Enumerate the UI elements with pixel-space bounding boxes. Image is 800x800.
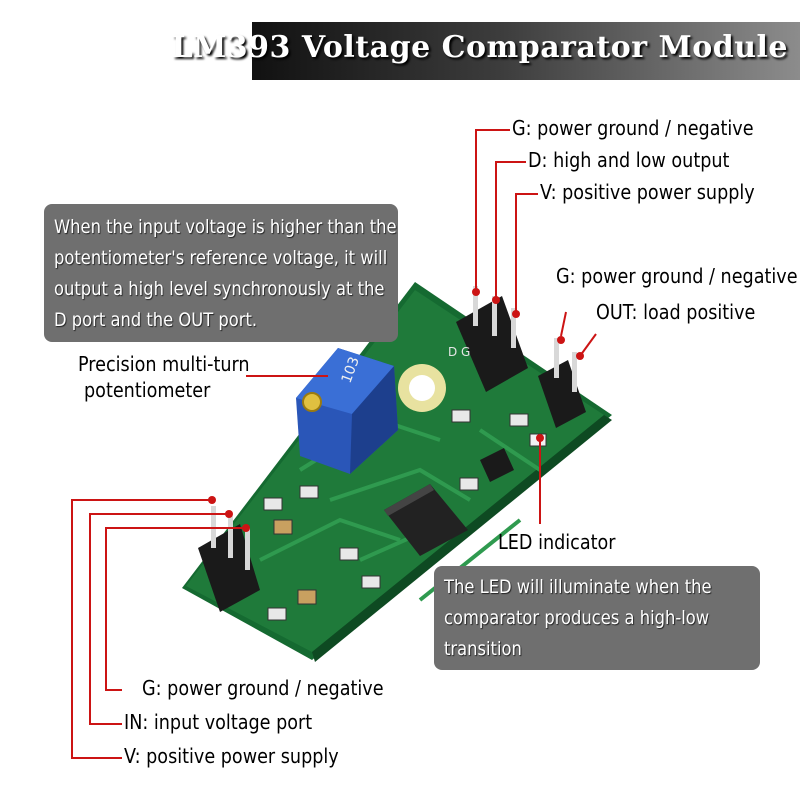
label-led: LED indicator (498, 530, 616, 554)
page-title: LM393 Voltage Comparator Module (171, 30, 788, 65)
transistor (480, 448, 514, 482)
label-right-g: G: power ground / negative (556, 264, 798, 288)
top-pin-header: D G (448, 286, 528, 392)
label-top-g: G: power ground / negative (512, 116, 754, 140)
label-top-d: D: high and low output (528, 148, 730, 172)
label-right-out: OUT: load positive (596, 300, 756, 324)
smd-components (263, 409, 529, 621)
description-box: When the input voltage is higher than th… (44, 204, 398, 342)
description-line: D port and the OUT port. (54, 309, 258, 331)
pin-letters: D G (448, 345, 470, 359)
led-description-line: The LED will illuminate when the (444, 576, 712, 598)
description-line: potentiometer's reference voltage, it wi… (54, 247, 388, 269)
right-pin-header (538, 338, 586, 428)
label-bottom-v: V: positive power supply (124, 744, 339, 768)
label-top-v: V: positive power supply (540, 180, 755, 204)
label-bottom-g: G: power ground / negative (142, 676, 384, 700)
label-potentiometer-line1: Precision multi-turn (78, 352, 250, 376)
led-description-line: comparator produces a high-low (444, 607, 710, 629)
leader-lines (71, 129, 597, 759)
potentiometer: 103 (296, 348, 398, 474)
title-banner: LM393 Voltage Comparator Module (172, 22, 800, 80)
led-description-line: transition (444, 638, 522, 660)
description-line: When the input voltage is higher than th… (54, 216, 397, 238)
lm393-chip (384, 484, 468, 556)
led-description-box: The LED will illuminate when the compara… (434, 566, 760, 670)
leader-dots (208, 288, 584, 532)
mounting-hole (398, 364, 446, 412)
description-line: output a high level synchronously at the (54, 278, 385, 300)
label-bottom-in: IN: input voltage port (124, 710, 313, 734)
label-potentiometer-line2: potentiometer (84, 378, 211, 402)
